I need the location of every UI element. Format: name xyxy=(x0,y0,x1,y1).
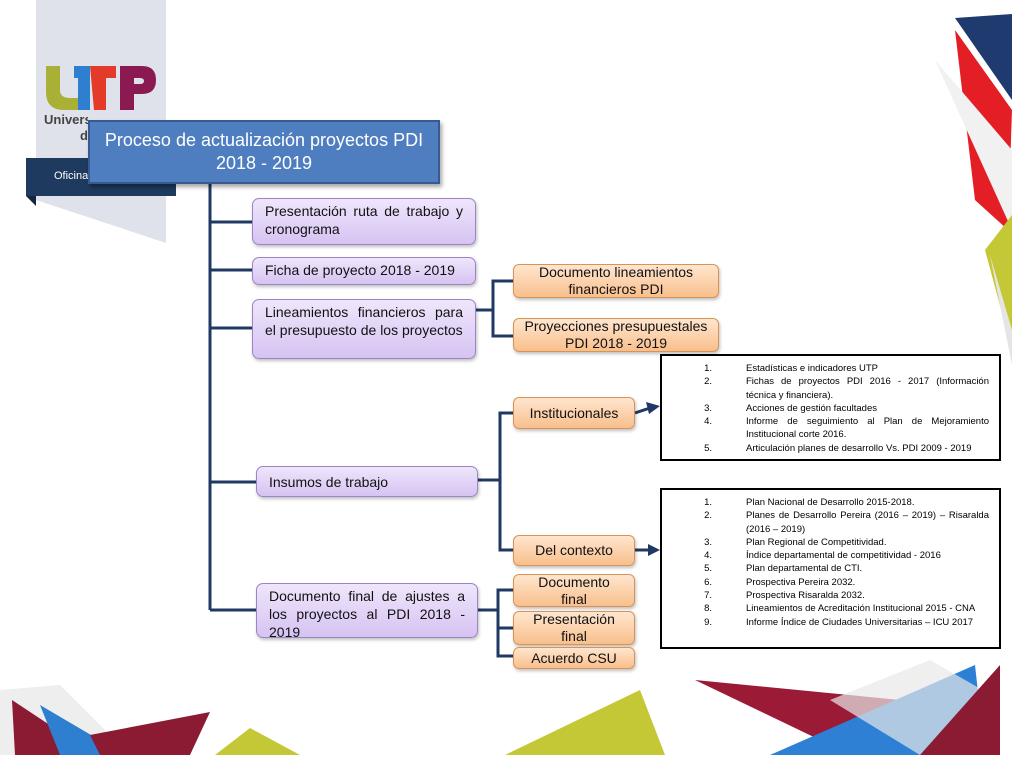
child-institucionales: Institucionales xyxy=(513,397,635,429)
step-presentacion-ruta: Presentación ruta de trabajo y cronogram… xyxy=(252,198,476,245)
logo-text-line2: de Pereira xyxy=(80,128,90,143)
list-item: 1.Plan Nacional de Desarrollo 2015-2018. xyxy=(704,497,915,508)
utp-logo: Universidad Tecnológica de Pereira xyxy=(44,62,164,143)
list-item: 3.Acciones de gestión facultades xyxy=(704,402,877,414)
step-insumos-trabajo: Insumos de trabajo xyxy=(256,466,478,497)
list-item: 5.Articulación planes de desarrollo Vs. … xyxy=(704,442,972,454)
list-item: 7.Prospectiva Risaralda 2032. xyxy=(704,590,865,602)
step-lineamientos-financieros: Lineamientos financieros para el presupu… xyxy=(252,299,476,359)
diagram-title: Proceso de actualización proyectos PDI 2… xyxy=(88,120,440,184)
list-item: 3.Plan Regional de Competitividad. xyxy=(704,536,887,548)
list-item: 5.Plan departamental de CTI. xyxy=(704,563,863,575)
institucionales-list: 1.Estadísticas e indicadores UTP 2.Ficha… xyxy=(662,362,999,455)
list-item: 4.Índice departamental de competitividad… xyxy=(704,550,941,562)
child-acuerdo-csu: Acuerdo CSU xyxy=(513,647,635,669)
step-ficha-proyecto: Ficha de proyecto 2018 - 2019 xyxy=(252,257,476,285)
child-del-contexto: Del contexto xyxy=(513,535,635,566)
contexto-list: 1.Plan Nacional de Desarrollo 2015-2018.… xyxy=(662,496,999,629)
banner-text: Oficina xyxy=(54,170,89,182)
utp-logo-mark xyxy=(46,66,156,110)
list-item: 9.Informe Índice de Ciudades Universitar… xyxy=(704,616,974,628)
list-item: 4.Informe de seguimiento al Plan de Mejo… xyxy=(704,416,989,441)
list-item: 8.Lineamientos de Acreditación Instituci… xyxy=(704,603,976,615)
contexto-list-box: 1.Plan Nacional de Desarrollo 2015-2018.… xyxy=(660,488,1001,649)
logo-text-line1: Universidad Tecnológica xyxy=(44,112,88,127)
child-documento-final: Documento final xyxy=(513,574,635,607)
list-item: 6.Prospectiva Pereira 2032. xyxy=(704,576,856,588)
step-documento-final-ajustes: Documento final de ajustes a los proyect… xyxy=(256,583,478,640)
list-item: 2.Planes de Desarrollo Pereira (2016 – 2… xyxy=(704,510,989,535)
child-presentacion-final: Presentación final xyxy=(513,611,635,645)
institucionales-list-box: 1.Estadísticas e indicadores UTP 2.Ficha… xyxy=(660,354,1001,461)
child-documento-lineamientos: Documento lineamientos financieros PDI xyxy=(513,264,719,298)
child-proyecciones-presupuestales: Proyecciones presupuestales PDI 2018 - 2… xyxy=(513,318,719,352)
list-item: 1.Estadísticas e indicadores UTP xyxy=(704,363,879,374)
list-item: 2.Fichas de proyectos PDI 2016 - 2017 (I… xyxy=(704,376,989,401)
